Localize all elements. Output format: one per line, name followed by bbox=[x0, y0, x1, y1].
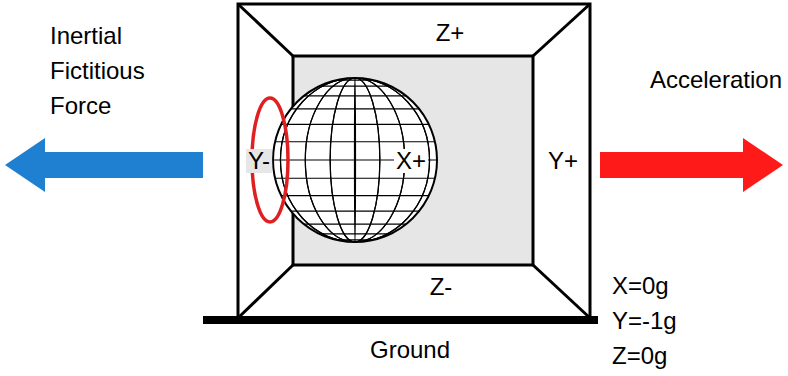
acceleration-label: Acceleration bbox=[650, 66, 782, 95]
face-label: Y- bbox=[246, 149, 272, 173]
box-edge bbox=[238, 4, 293, 56]
face-label: Z- bbox=[430, 273, 453, 302]
box-edge bbox=[533, 265, 590, 318]
box-edge bbox=[238, 265, 293, 318]
box-outer bbox=[238, 4, 590, 318]
force-arrow bbox=[5, 138, 203, 192]
ground-label: Ground bbox=[370, 336, 450, 365]
force-label: Inertial Fictitious Force bbox=[50, 18, 200, 123]
ground-line bbox=[203, 316, 598, 324]
axis-reading: Y=-1g bbox=[612, 307, 677, 336]
face-label: Z+ bbox=[436, 19, 465, 48]
sphere-grid bbox=[273, 78, 437, 242]
acceleration-arrow bbox=[600, 138, 783, 192]
sphere-outline bbox=[273, 78, 437, 242]
axis-reading: X=0g bbox=[612, 272, 669, 301]
sphere bbox=[273, 78, 437, 242]
face-label: X+ bbox=[394, 149, 428, 173]
axis-reading: Z=0g bbox=[612, 342, 667, 371]
face-label: Y+ bbox=[548, 147, 578, 176]
box-edge bbox=[533, 4, 590, 56]
